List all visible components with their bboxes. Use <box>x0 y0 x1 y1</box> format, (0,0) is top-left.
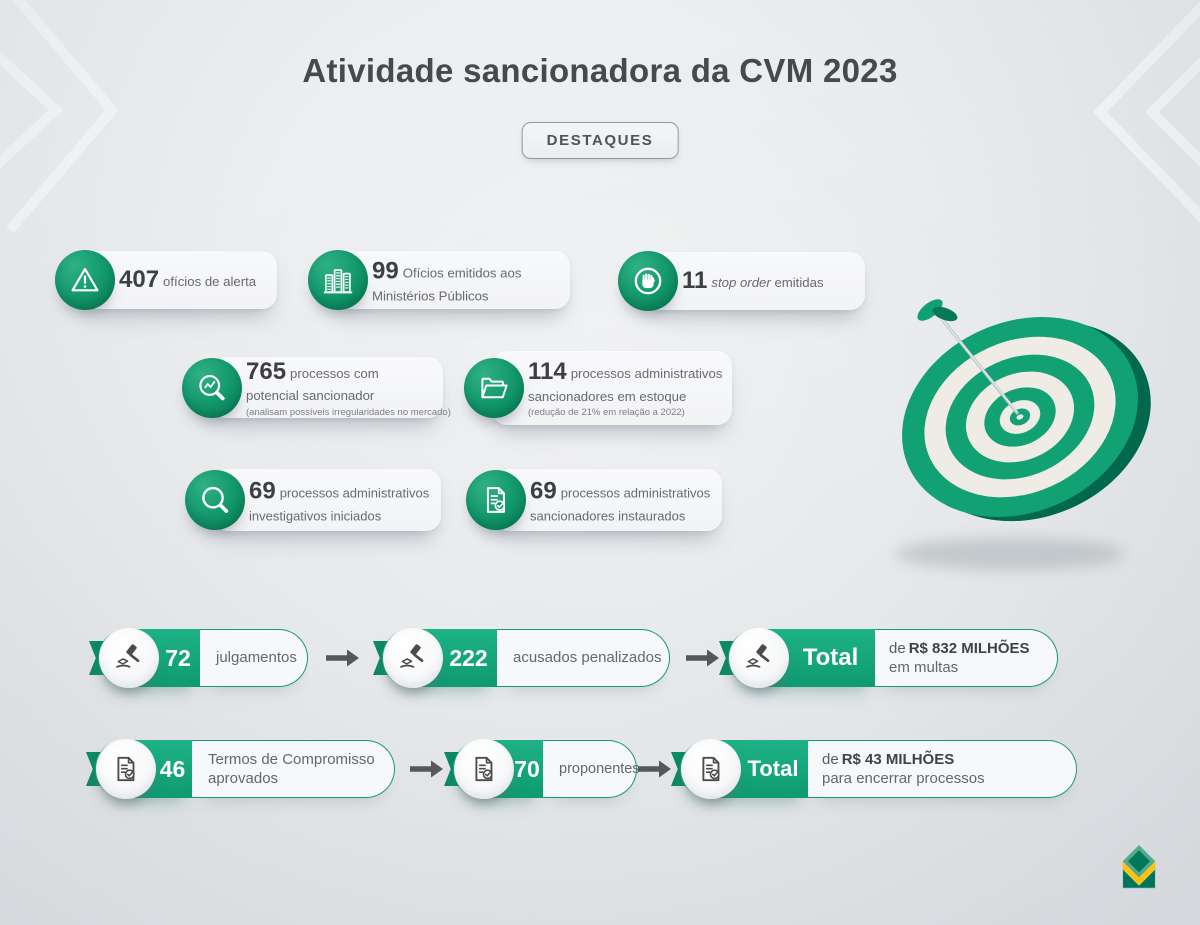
step-value: 46 <box>159 756 186 782</box>
folder-icon <box>464 358 524 418</box>
flow-step-proponentes: proponentes 70 <box>444 739 640 799</box>
card-label: processos administrativos sancionadores … <box>528 366 723 404</box>
stop-hand-icon <box>618 251 678 311</box>
card-label: processos com potencial sancionador <box>246 365 379 404</box>
arrow-right-icon <box>410 760 443 778</box>
document-check-icon <box>681 739 741 799</box>
page-title: Atividade sancionadora da CVM 2023 <box>302 52 898 89</box>
card-label-italic: stop order <box>711 275 771 291</box>
step-value: 222 <box>449 645 488 671</box>
total-prefix: de <box>889 639 906 657</box>
card-value: 114 <box>528 358 567 386</box>
magnifier-icon <box>185 470 245 530</box>
total-suffix: em multas <box>889 659 959 676</box>
card-note: (analisam possíveis irregularidades no m… <box>246 406 451 418</box>
total-suffix: para encerrar processos <box>822 770 985 787</box>
step-label: Termos de Compromisso aprovados <box>208 750 375 787</box>
flow-step-termos: Termos de Compromisso aprovados 46 <box>86 739 395 799</box>
total-label: Total <box>802 644 859 671</box>
card-value: 407 <box>119 266 160 294</box>
step-label: acusados penalizados <box>513 649 662 667</box>
card-background <box>646 252 865 310</box>
card-background <box>494 469 722 531</box>
flow-step-acusados: acusados penalizados 222 <box>373 628 670 688</box>
document-check-icon <box>466 470 526 530</box>
card-value: 99 <box>372 257 399 285</box>
card-note: (redução de 21% em relação a 2022) <box>528 407 685 419</box>
gavel-icon <box>99 628 159 688</box>
step-value: 72 <box>165 645 191 671</box>
step-label: proponentes <box>559 760 640 777</box>
destaques-badge: DESTAQUES <box>521 122 679 159</box>
buildings-icon <box>308 250 368 310</box>
card-label: Ofícios emitidos aos Ministérios Público… <box>372 265 522 304</box>
arrow-right-icon <box>638 760 671 778</box>
total-amount: R$ 832 MILHÕES <box>908 639 1030 657</box>
card-label: emitidas <box>774 275 824 291</box>
card-background <box>210 357 443 418</box>
total-label: Total <box>747 756 799 781</box>
flow-step-julgamentos: julgamentos 72 <box>89 628 308 688</box>
card-background <box>213 469 441 531</box>
card-label: ofícios de alerta <box>163 274 257 290</box>
card-label: processos administrativos sancionadores … <box>530 485 711 524</box>
total-amount: R$ 43 MILHÕES <box>841 750 955 768</box>
card-value: 69 <box>530 477 557 505</box>
chart-magnifier-icon <box>182 357 242 418</box>
card-background <box>492 351 732 425</box>
step-value: 70 <box>514 756 540 782</box>
card-label: processos administrativos investigativos… <box>249 485 430 524</box>
total-prefix: de <box>822 750 839 768</box>
document-check-icon <box>454 739 514 799</box>
arrow-right-icon <box>686 649 719 667</box>
card-background <box>336 251 570 309</box>
card-value: 11 <box>682 267 708 295</box>
dartboard-illustration <box>895 299 1151 570</box>
gavel-icon <box>729 628 789 688</box>
gavel-icon <box>383 628 443 688</box>
card-value: 765 <box>246 357 287 385</box>
dart-icon <box>917 299 1020 415</box>
warning-triangle-icon <box>55 250 115 310</box>
step-label: julgamentos <box>216 649 297 667</box>
document-check-icon <box>96 739 156 799</box>
chevron-decoration-left-icon <box>0 0 119 234</box>
arrow-right-icon <box>326 649 359 667</box>
card-background <box>83 251 277 309</box>
cvm-logo <box>1122 845 1156 889</box>
card-value: 69 <box>249 477 276 505</box>
